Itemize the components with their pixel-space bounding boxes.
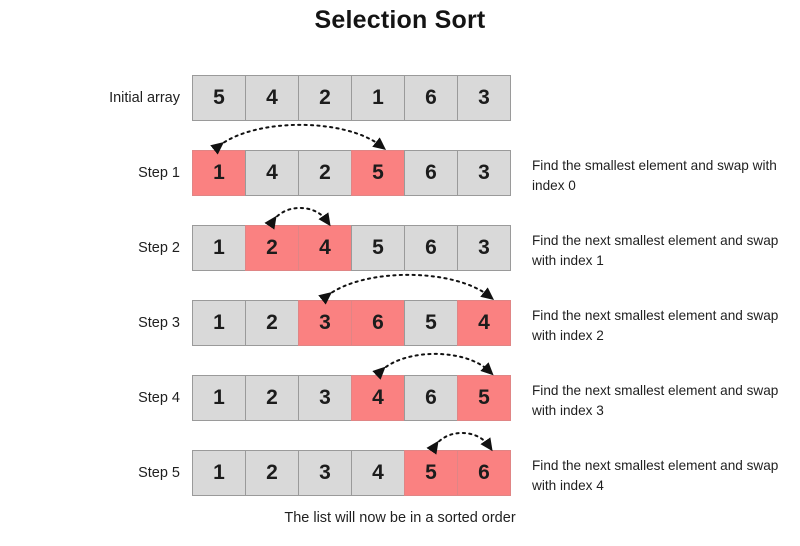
array-cell: 3 (298, 450, 352, 496)
array-cell: 4 (457, 300, 511, 346)
array-cell: 5 (404, 450, 458, 496)
footer-caption: The list will now be in a sorted order (284, 510, 516, 526)
swap-arrow (426, 432, 493, 455)
array-cell: 1 (192, 225, 246, 271)
array-cell: 2 (245, 450, 299, 496)
swap-arrow (372, 352, 494, 380)
array-cell: 5 (404, 300, 458, 346)
array-cell: 3 (298, 300, 352, 346)
row-label: Step 4 (138, 390, 180, 406)
swap-arrow (264, 207, 331, 230)
array-cell: 2 (298, 150, 352, 196)
array-cell: 3 (457, 225, 511, 271)
row-label: Initial array (109, 90, 180, 106)
step-description: Find the next smallest element and swap … (532, 383, 779, 418)
row-label: Step 2 (138, 240, 180, 256)
array-cell: 5 (457, 375, 511, 421)
array-cell: 6 (404, 225, 458, 271)
array-cell: 6 (404, 150, 458, 196)
array-cell: 6 (404, 75, 458, 121)
step-description: Find the next smallest element and swap … (532, 233, 779, 268)
array-cell: 1 (351, 75, 405, 121)
array-cell: 5 (192, 75, 246, 121)
array-cell: 2 (245, 300, 299, 346)
row-label: Step 1 (138, 165, 180, 181)
array-cell: 5 (351, 225, 405, 271)
array-cell: 1 (192, 450, 246, 496)
row-label: Step 3 (138, 315, 180, 331)
array-cell: 2 (245, 225, 299, 271)
array-cell: 2 (298, 75, 352, 121)
step-description: Find the smallest element and swap with … (532, 158, 777, 193)
array-cell: 4 (298, 225, 352, 271)
step-description: Find the next smallest element and swap … (532, 458, 779, 493)
array-cell: 2 (245, 375, 299, 421)
array-cell: 3 (298, 375, 352, 421)
array-cell: 6 (351, 300, 405, 346)
array-cell: 4 (245, 150, 299, 196)
array-cell: 6 (457, 450, 511, 496)
array-cell: 4 (351, 375, 405, 421)
swap-arrow (318, 273, 495, 305)
page-title: Selection Sort (314, 6, 486, 34)
array-cell: 3 (457, 150, 511, 196)
array-cell: 6 (404, 375, 458, 421)
row-label: Step 5 (138, 465, 180, 481)
step-description: Find the next smallest element and swap … (532, 308, 779, 343)
array-cell: 1 (192, 150, 246, 196)
array-cell: 4 (351, 450, 405, 496)
array-cell: 4 (245, 75, 299, 121)
array-cell: 1 (192, 375, 246, 421)
array-cell: 5 (351, 150, 405, 196)
array-cell: 3 (457, 75, 511, 121)
array-cell: 1 (192, 300, 246, 346)
swap-arrow (210, 123, 387, 155)
